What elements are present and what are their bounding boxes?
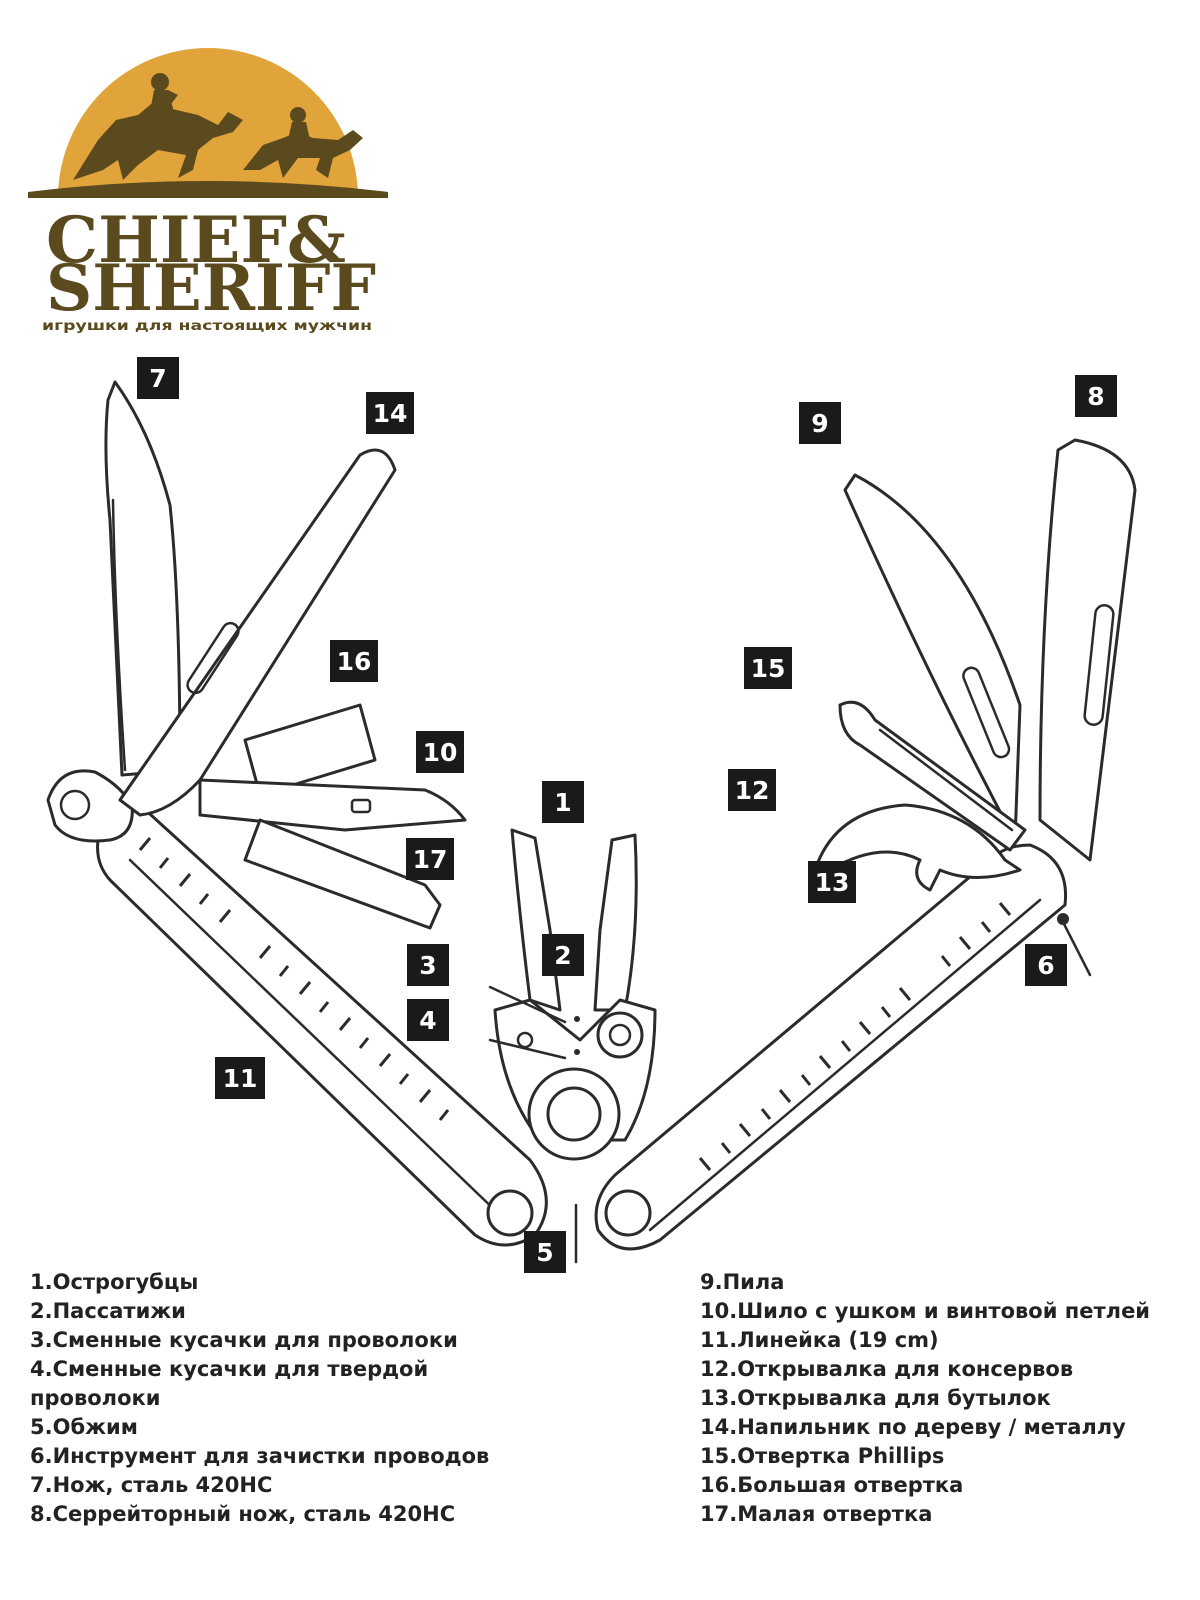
callout-box [407, 944, 449, 986]
knife-blade [104, 380, 182, 777]
callout-number: 7 [149, 364, 166, 393]
callout-number: 6 [1037, 951, 1054, 980]
right-handle [594, 843, 1068, 1251]
brand-tagline: игрушки для настоящих мужчин [42, 319, 372, 334]
callout-box [799, 402, 841, 444]
callout-box [330, 640, 378, 682]
brand-line2: SHERIFF [46, 251, 376, 326]
phillips-screwdriver [838, 700, 1027, 852]
callout-16: 16 [330, 640, 378, 682]
callout-17: 17 [406, 838, 454, 880]
logo-ground [28, 181, 388, 198]
callout-number: 13 [815, 868, 850, 897]
callout-number: 11 [223, 1064, 258, 1093]
serrated-knife [1038, 438, 1137, 862]
callout-box [406, 838, 454, 880]
callout-1: 1 [542, 781, 584, 823]
leader-lines [488, 920, 1092, 1264]
callout-box [407, 999, 449, 1041]
legend-right: 9.Пила 10.Шило с ушком и винтовой петлей… [700, 1268, 1195, 1529]
large-screwdriver [243, 703, 377, 797]
callout-box [744, 647, 792, 689]
callout-number: 16 [337, 647, 372, 676]
legend-item: 3.Сменные кусачки для проволоки [30, 1328, 458, 1352]
callout-box [1025, 944, 1067, 986]
callout-12: 12 [728, 769, 776, 811]
legend-item: 5.Обжим [30, 1415, 138, 1439]
callout-box [808, 861, 856, 903]
callout-number: 5 [536, 1238, 553, 1267]
legend-item: 15.Отвертка Phillips [700, 1444, 945, 1468]
callout-14: 14 [366, 392, 414, 434]
callout-11: 11 [215, 1057, 265, 1099]
callout-5: 5 [524, 1231, 566, 1273]
callout-number: 8 [1087, 382, 1104, 411]
legend-item: 13.Открывалка для бутылок [700, 1386, 1051, 1410]
callout-number: 17 [413, 845, 448, 874]
needlenose-pliers [493, 828, 657, 1161]
callout-9: 9 [799, 402, 841, 444]
small-screwdriver [243, 818, 442, 930]
lanyard-ring [46, 769, 134, 843]
callout-number: 10 [423, 738, 458, 767]
callout-4: 4 [407, 999, 449, 1041]
callout-box [524, 1231, 566, 1273]
callout-number: 14 [373, 399, 408, 428]
callout-15: 15 [744, 647, 792, 689]
callout-number: 15 [751, 654, 786, 683]
callout-number: 12 [735, 776, 770, 805]
legend-item: 1.Острогубцы [30, 1270, 199, 1294]
callout-number: 3 [419, 951, 436, 980]
callout-2: 2 [542, 934, 584, 976]
legend-item: 17.Малая отвертка [700, 1502, 933, 1526]
can-bottle-opener [813, 803, 1022, 892]
callout-7: 7 [137, 357, 179, 399]
legend-item: 9.Пила [700, 1270, 785, 1294]
callout-number: 2 [554, 941, 571, 970]
legend-item: 7.Нож, сталь 420HC [30, 1473, 273, 1497]
legend-item: 8.Серрейторный нож, сталь 420HC [30, 1502, 456, 1526]
legend-item: 2.Пассатижи [30, 1299, 186, 1323]
legend-item: 16.Большая отвертка [700, 1473, 964, 1497]
callout-13: 13 [808, 861, 856, 903]
callout-box [416, 731, 464, 773]
legend-left: 1.Острогубцы 2.Пассатижи 3.Сменные кусач… [30, 1268, 540, 1529]
legend-item: 6.Инструмент для зачистки проводов [30, 1444, 490, 1468]
callout-box [542, 934, 584, 976]
callout-number: 9 [811, 409, 828, 438]
callout-box [215, 1057, 265, 1099]
legend-item: 12.Открывалка для консервов [700, 1357, 1074, 1381]
callout-number: 1 [554, 788, 571, 817]
chief-sheriff-logo: CHIEF& SHERIFF игрушки для настоящих муж… [28, 48, 388, 334]
callout-box [728, 769, 776, 811]
callout-box [137, 357, 179, 399]
brand-line1: CHIEF& [46, 203, 346, 278]
callout-box [1075, 375, 1117, 417]
callout-6: 6 [1025, 944, 1067, 986]
callout-10: 10 [416, 731, 464, 773]
ruler-ticks-left [138, 837, 450, 1121]
callout-8: 8 [1075, 375, 1117, 417]
callout-box [542, 781, 584, 823]
callout-3: 3 [407, 944, 449, 986]
callout-box [366, 392, 414, 434]
awl-tool [198, 778, 467, 832]
legend-item: 14.Напильник по дереву / металлу [700, 1415, 1126, 1439]
legend-item: 11.Линейка (19 cm) [700, 1328, 939, 1352]
horse-riders-icon [73, 73, 363, 180]
ruler-ticks-right [698, 902, 1012, 1171]
wire-stripper-pin [1057, 913, 1069, 925]
callout-number: 4 [419, 1006, 436, 1035]
legend-item: 4.Сменные кусачки для твердой проволоки [30, 1357, 429, 1410]
legend-item: 10.Шило с ушком и винтовой петлей [700, 1299, 1151, 1323]
